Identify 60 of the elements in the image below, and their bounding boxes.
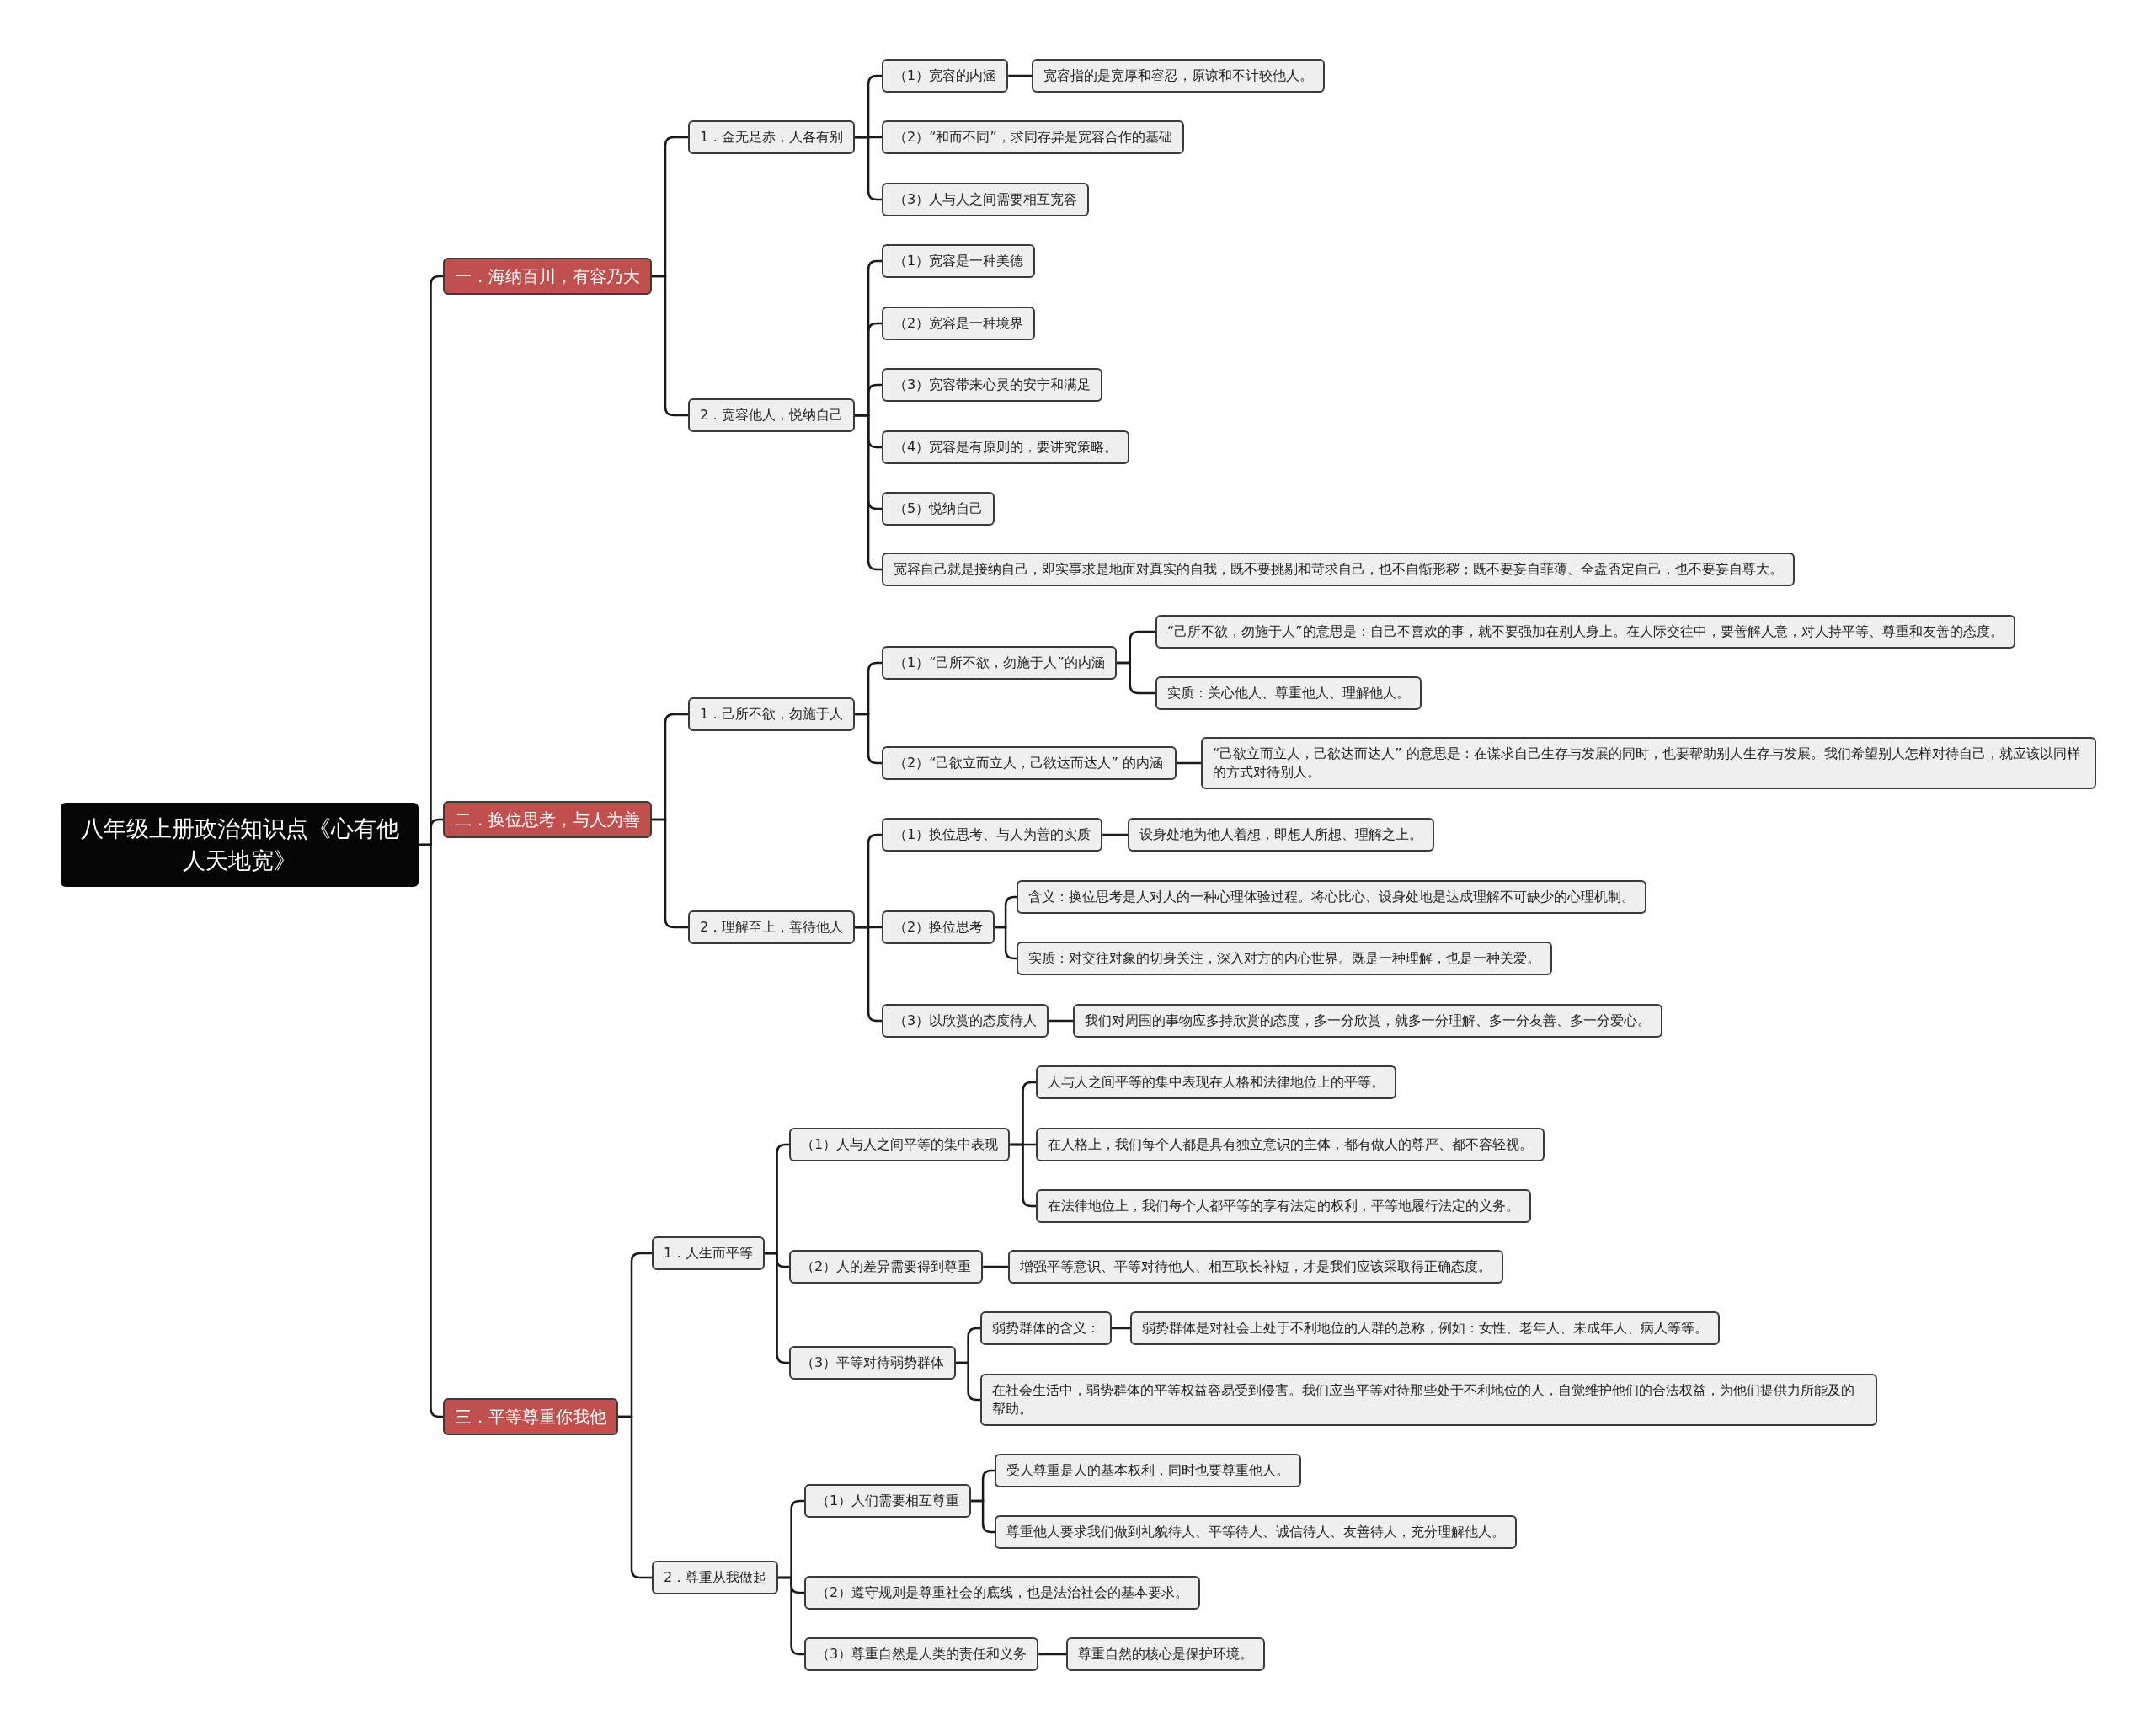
connector-line bbox=[1116, 661, 1155, 695]
subtopic-box: 弱势群体是对社会上处于不利地位的人群的总称，例如：女性、老年人、未成年人、病人等等。 bbox=[1130, 1311, 1720, 1345]
connector-line bbox=[1008, 74, 1032, 77]
subtopic-box: （2）“己欲立而立人，己欲达而达人” 的内涵 bbox=[882, 746, 1177, 780]
connector-line bbox=[1049, 1019, 1073, 1023]
subtopic-box: 在人格上，我们每个人都是具有独立意识的主体，都有做人的尊严、都不容轻视。 bbox=[1036, 1128, 1545, 1161]
subtopic-box: （1）宽容的内涵 bbox=[882, 59, 1009, 93]
subtopic-box: 2．理解至上，善待他人 bbox=[688, 910, 856, 944]
central-topic: 八年级上册政治知识点《心有他人天地宽》 bbox=[61, 803, 419, 887]
subtopic-box: （2）人的差异需要得到尊重 bbox=[789, 1250, 984, 1284]
subtopic-box: （2）遵守规则是尊重社会的底线，也是法治社会的基本要求。 bbox=[804, 1576, 1201, 1610]
connector-line bbox=[983, 1265, 1008, 1268]
subtopic-box: （5）悦纳自己 bbox=[882, 492, 995, 526]
subtopic-box: （3）尊重自然是人类的责任和义务 bbox=[804, 1637, 1039, 1671]
subtopic-box: （1）宽容是一种美德 bbox=[882, 244, 1036, 278]
subtopic-box: 人与人之间平等的集中表现在人格和法律地位上的平等。 bbox=[1036, 1065, 1396, 1099]
subtopic-box: （4）宽容是有原则的，要讲究策略。 bbox=[882, 430, 1130, 464]
connector-line bbox=[1102, 833, 1128, 836]
subtopic-box: （3）宽容带来心灵的安宁和满足 bbox=[882, 368, 1103, 402]
subtopic-box: 在法律地位上，我们每个人都平等的享有法定的权利，平等地履行法定的义务。 bbox=[1036, 1189, 1531, 1223]
subtopic-box: （1）换位思考、与人为善的实质 bbox=[882, 818, 1103, 852]
subtopic-box: 增强平等意识、平等对待他人、相互取长补短，才是我们应该采取得正确态度。 bbox=[1008, 1250, 1503, 1284]
subtopic-box: 我们对周围的事物应多持欣赏的态度，多一分欣赏，就多一分理解、多一分友善、多一分爱心。 bbox=[1073, 1004, 1662, 1038]
subtopic-box: 尊重他人要求我们做到礼貌待人、平等待人、诚信待人、友善待人，充分理解他人。 bbox=[995, 1515, 1517, 1549]
subtopic-box: （2）宽容是一种境界 bbox=[882, 307, 1036, 340]
subtopic-box: 设身处地为他人着想，即想人所想、理解之上。 bbox=[1128, 818, 1434, 852]
subtopic-box: （2）换位思考 bbox=[882, 910, 995, 944]
subtopic-box: 尊重自然的核心是保护环境。 bbox=[1066, 1637, 1265, 1671]
connector-line bbox=[971, 1499, 995, 1534]
connector-line bbox=[1038, 1653, 1066, 1656]
subtopic-box: （2）“和而不同”，求同存异是宽容合作的基础 bbox=[882, 120, 1184, 154]
subtopic-box: （1）人与人之间平等的集中表现 bbox=[789, 1128, 1011, 1161]
subtopic-box: 1．金无足赤，人各有别 bbox=[688, 120, 856, 154]
connector-line bbox=[1177, 761, 1201, 765]
subtopic-box: “己欲立而立人，己欲达而达人” 的意思是：在谋求自己生存与发展的同时，也要帮助别人生存与发展。我们希望别人怎样对待自己，就应该以同样的方式对待别人。 bbox=[1201, 737, 2096, 789]
connector-line bbox=[618, 1415, 652, 1579]
subtopic-box: 含义：换位思考是人对人的一种心理体验过程。将心比心、设身处地是达成理解不可缺少的心理机制。 bbox=[1017, 880, 1646, 914]
main-branch-topic: 一．海纳百川，有容乃大 bbox=[443, 258, 652, 295]
main-branch-topic: 三．平等尊重你我他 bbox=[443, 1398, 618, 1435]
subtopic-box: （1）“己所不欲，勿施于人”的内涵 bbox=[882, 646, 1117, 680]
subtopic-box: 受人尊重是人的基本权利，同时也要尊重他人。 bbox=[995, 1454, 1301, 1487]
connector-line bbox=[1112, 1327, 1130, 1330]
subtopic-box: 实质：关心他人、尊重他人、理解他人。 bbox=[1155, 676, 1422, 710]
subtopic-box: 1．己所不欲，勿施于人 bbox=[688, 697, 856, 731]
main-branch-topic: 二．换位思考，与人为善 bbox=[443, 801, 652, 838]
subtopic-box: （3）平等对待弱势群体 bbox=[789, 1346, 957, 1380]
subtopic-box: 1．人生而平等 bbox=[652, 1236, 766, 1270]
connector-line bbox=[995, 926, 1017, 960]
subtopic-box: 弱势群体的含义： bbox=[980, 1311, 1112, 1345]
subtopic-box: “己所不欲，勿施于人”的意思是：自己不喜欢的事，就不要强加在别人身上。在人际交往中，要善解人意，对人持平等、尊重和友善的态度。 bbox=[1155, 615, 2015, 649]
subtopic-box: 实质：对交往对象的切身关注，深入对方的内心世界。既是一种理解，也是一种关爱。 bbox=[1017, 942, 1552, 975]
connector-line bbox=[956, 1361, 980, 1402]
subtopic-box: 在社会生活中，弱势群体的平等权益容易受到侵害。我们应当平等对待那些处于不利地位的人，自觉维护他们的合法权益，为他们提供力所能及的帮助。 bbox=[980, 1374, 1877, 1426]
subtopic-box: （3）人与人之间需要相互宽容 bbox=[882, 183, 1090, 216]
subtopic-box: （1）人们需要相互尊重 bbox=[804, 1484, 972, 1518]
subtopic-box: 宽容自己就是接纳自己，即实事求是地面对真实的自我，既不要挑剔和苛求自己，也不自惭形秽；既不要妄自菲薄、全盘否定自己，也不要妄自尊大。 bbox=[882, 553, 1795, 586]
subtopic-box: 2．尊重从我做起 bbox=[652, 1561, 779, 1594]
subtopic-box: （3）以欣赏的态度待人 bbox=[882, 1004, 1049, 1038]
subtopic-box: 宽容指的是宽厚和容忍，原谅和不计较他人。 bbox=[1032, 59, 1325, 93]
subtopic-box: 2．宽容他人，悦纳自己 bbox=[688, 398, 856, 432]
